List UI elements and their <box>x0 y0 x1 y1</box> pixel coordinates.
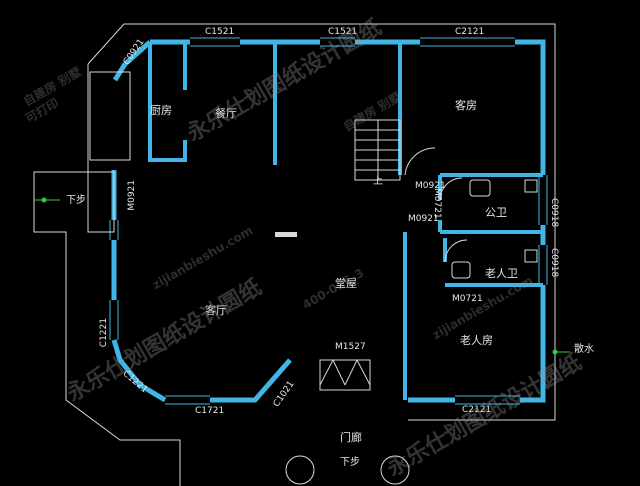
left-steps-label: 下步 <box>66 195 86 206</box>
door-swings <box>87 147 468 391</box>
window-tag-c1221: C1221 <box>99 318 109 348</box>
fixtures <box>89 71 538 279</box>
door-tag-m0921-b: M0921 <box>408 214 439 224</box>
stairs-up-label: 上 <box>373 176 383 187</box>
door-tag-m1527: M1527 <box>335 342 366 352</box>
porch-columns <box>285 455 410 485</box>
window-tag-c1521-a: C1521 <box>205 27 235 37</box>
drain-label: 散水 <box>574 344 594 355</box>
outer-offset-line <box>33 23 556 486</box>
door-tag-m0721-a: M0721 <box>432 188 442 219</box>
bottom-steps-label: 下步 <box>340 457 360 468</box>
drain-marker <box>552 349 570 355</box>
window-lines <box>109 37 548 405</box>
door-tag-m0921-a: M0921 <box>415 181 446 191</box>
window-tag-c2121-top: C2121 <box>455 27 485 37</box>
window-tag-c0918-b: C0918 <box>549 248 559 278</box>
stairs <box>354 119 401 181</box>
left-entry-arrow <box>34 197 60 203</box>
porch-label: 门廊 <box>340 431 362 444</box>
window-tag-c0918-a: C0918 <box>549 198 559 228</box>
door-tag-m0921-left: M0921 <box>127 180 137 211</box>
elder-room-label: 老人房 <box>460 334 493 347</box>
living-room-label: 客厅 <box>205 304 227 317</box>
elder-bath-label: 老人卫 <box>485 267 518 280</box>
hall-label: 堂屋 <box>335 277 357 290</box>
window-tag-c2121-bottom: C2121 <box>462 405 492 415</box>
dining-label: 餐厅 <box>215 107 237 120</box>
kitchen-label: 厨房 <box>150 104 172 117</box>
center-marker <box>275 232 297 237</box>
window-tag-c1721: C1721 <box>195 406 225 416</box>
guest-room-label: 客房 <box>455 99 477 112</box>
window-tag-c1521-b: C1521 <box>328 27 358 37</box>
public-bath-label: 公卫 <box>485 206 507 219</box>
door-tag-m0721-b: M0721 <box>452 294 483 304</box>
